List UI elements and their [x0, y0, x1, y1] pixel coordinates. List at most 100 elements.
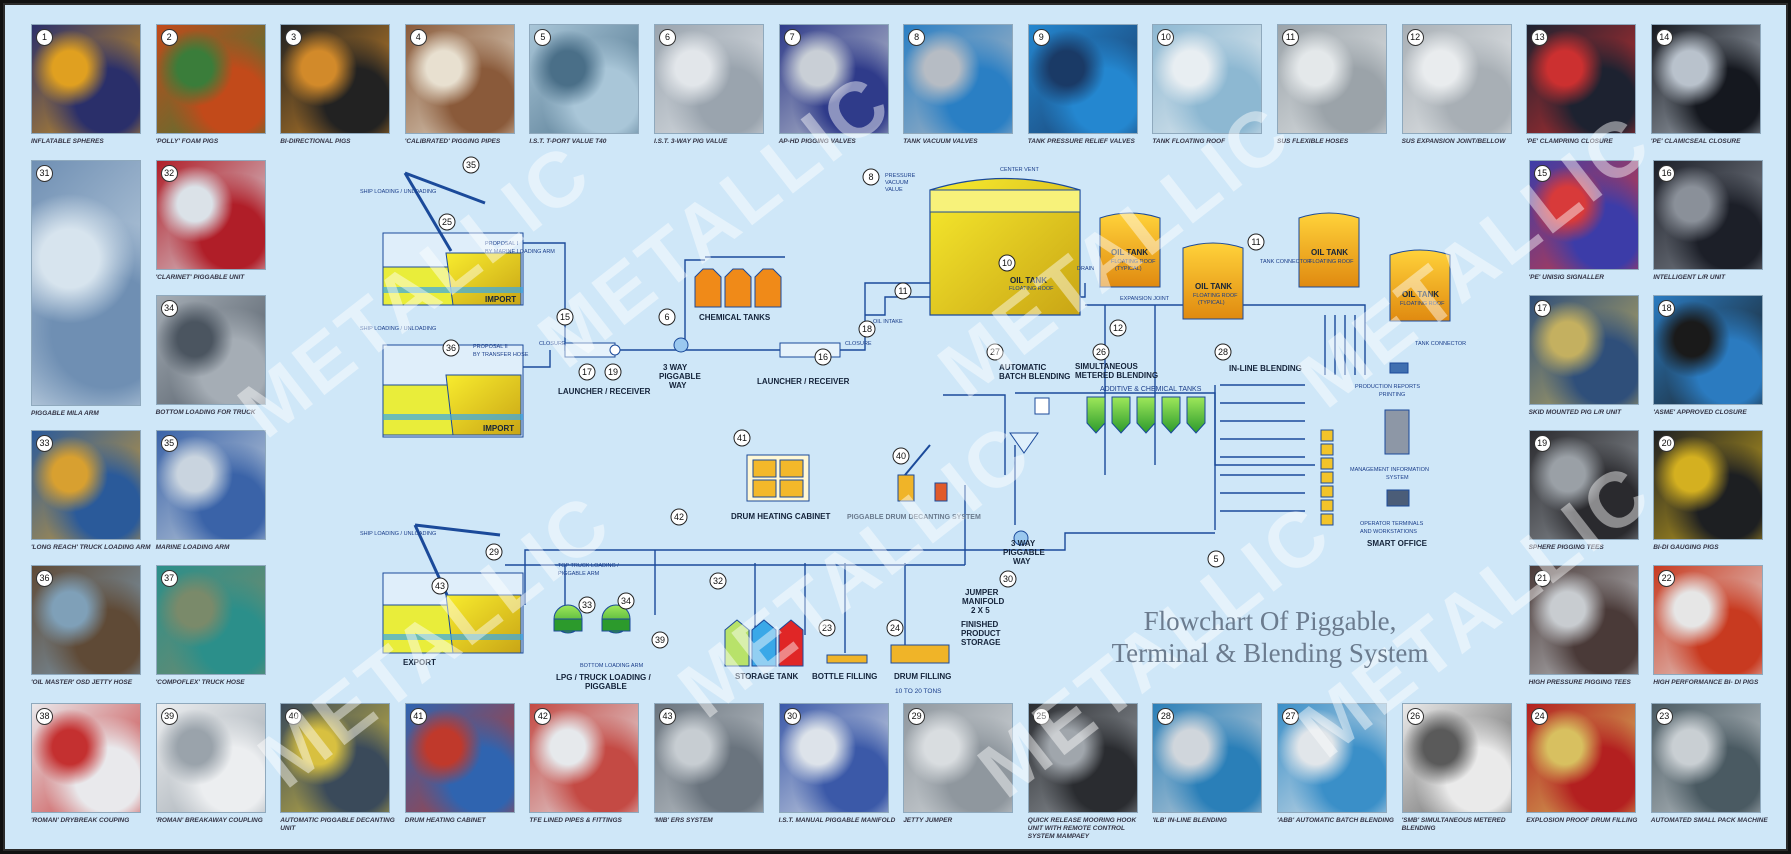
proposal-2b: BY TRANSFER HOSE — [473, 352, 529, 358]
tile-caption: 'COMPOFLEX' TRUCK HOSE — [155, 679, 245, 686]
photo-tile-35: 35 — [155, 430, 266, 540]
photo-tile-4: 4 — [404, 24, 515, 134]
photo-tile-1: 1 — [31, 24, 141, 134]
drum — [1320, 443, 1334, 456]
bottom-loading-arm: BOTTOM LOADING ARM — [580, 663, 644, 669]
tile-caption: JETTY JUMPER — [903, 817, 953, 824]
tile-number: 36 — [36, 570, 53, 587]
tile-number: 23 — [1655, 708, 1673, 725]
three-way-2a: 3 WAY — [1011, 539, 1036, 548]
photo-tile-24: 24 — [1526, 703, 1637, 813]
tile-number: 29 — [908, 708, 926, 725]
auto-batch-2: BATCH BLENDING — [999, 372, 1070, 381]
jumper-2: MANIFOLD — [962, 597, 1004, 606]
lpg-label-2: PIGGABLE — [585, 682, 627, 691]
tile-number: 7 — [783, 29, 801, 46]
inline-blending: IN-LINE BLENDING — [1229, 364, 1334, 526]
import-top-terminal: IMPORT SHIP LOADING / UNLOADING PROPOSAL… — [360, 171, 555, 306]
callout-circle — [658, 308, 676, 326]
tile-caption: TANK PRESSURE RELIEF VALVES — [1027, 138, 1135, 145]
big-tank-roof: FLOATING ROOF — [1009, 286, 1054, 292]
import-top-label: IMPORT — [485, 295, 516, 304]
tile-caption: 'OIL MASTER' OSD JETTY HOSE — [31, 679, 133, 686]
three-way-1b: PIGGABLE — [659, 372, 701, 381]
drum-stack — [1320, 429, 1334, 526]
additive-tank — [1111, 396, 1131, 434]
pressure-vacuum-1: PRESSURE — [885, 173, 916, 179]
tile-caption: 'CLARINET' PIGGABLE UNIT — [155, 274, 245, 281]
callout-number: 5 — [1213, 554, 1218, 564]
production-reports-1: PRODUCTION REPORTS — [1355, 384, 1420, 390]
smb-1: SIMULTANEOUS — [1075, 362, 1138, 371]
drum — [1320, 457, 1334, 470]
tile-number: 18 — [1658, 300, 1676, 317]
tile-caption: 'ROMAN' DRYBREAK COUPING — [31, 817, 130, 824]
photo-tile-14: 14 — [1650, 24, 1761, 134]
tile-caption: 'CALIBRATED' PIGGING PIPES — [404, 138, 501, 145]
inline-blend-lines — [1220, 384, 1305, 512]
tile-number: 2 — [160, 29, 178, 46]
callout-number: 36 — [446, 343, 456, 353]
tank-outlet-pipe — [1085, 304, 1366, 375]
photo-tile-36: 36 — [31, 565, 141, 675]
center-vent: CENTER VENT — [1000, 167, 1039, 173]
three-way-1c: WAY — [669, 381, 687, 390]
tile-number: 39 — [160, 708, 178, 725]
tile-number: 31 — [36, 165, 53, 182]
tile-number: 20 — [1658, 435, 1676, 452]
tile-caption: BI-DI GAUGING PIGS — [1653, 544, 1719, 551]
callout-circle — [617, 592, 635, 610]
callout-number: 42 — [674, 512, 684, 522]
tile-caption: AUTOMATIC PIGGABLE DECANTING UNIT — [280, 817, 395, 832]
photo-tile-39: 39 — [155, 703, 266, 813]
three-way-1a: 3 WAY — [663, 363, 688, 372]
oil-tank-1-roof: FLOATING ROOF — [1111, 259, 1156, 265]
auto-batch-1: AUTOMATIC — [999, 363, 1046, 372]
callout-circle — [986, 343, 1004, 361]
oil-tank-2-typical: (TYPICAL) — [1198, 300, 1225, 306]
photo-tile-41: 41 — [404, 703, 515, 813]
drum-heating-label: DRUM HEATING CABINET — [731, 512, 831, 521]
tile-number: 26 — [1406, 708, 1424, 725]
tile-caption: AUTOMATED SMALL PACK MACHINE — [1650, 817, 1768, 824]
tile-number: 16 — [1658, 165, 1676, 182]
tile-number: 33 — [36, 435, 53, 452]
callout-circle — [1247, 233, 1265, 251]
title-line-1: Flowchart Of Piggable, — [1143, 606, 1397, 636]
tile-caption: 'ROMAN' BREAKAWAY COUPLING — [155, 817, 263, 824]
tile-caption: 'PE' CLAMPRING CLOSURE — [1526, 138, 1613, 145]
callout-circle — [709, 572, 727, 590]
tile-caption: DRUM HEATING CABINET — [404, 817, 486, 824]
callout-number: 43 — [435, 581, 445, 591]
drain-1: DRAIN — [1077, 266, 1094, 272]
big-tank-label: OIL TANK — [1010, 276, 1047, 285]
callout-number: 40 — [896, 451, 906, 461]
tile-caption: BI-DIRECTIONAL PIGS — [280, 138, 351, 145]
callout-circle — [862, 168, 880, 186]
tile-caption: SKID MOUNTED PIG L/R UNIT — [1528, 409, 1622, 416]
photo-tile-21: 21 — [1528, 565, 1639, 675]
photo-tile-15: 15 — [1528, 160, 1639, 270]
additive-tank — [1161, 396, 1181, 434]
finished-2: PRODUCT — [961, 629, 1001, 638]
tile-number: 13 — [1531, 29, 1549, 46]
ship-loading-3: SHIP LOADING / UNLOADING — [360, 531, 436, 537]
jumper-manifold: JUMPER MANIFOLD 2 X 5 FINISHED PRODUCT S… — [961, 588, 1004, 647]
oil-tank-4-label: OIL TANK — [1402, 290, 1439, 299]
drum — [1320, 471, 1334, 484]
tile-number: 4 — [409, 29, 427, 46]
photo-tile-30: 30 — [778, 703, 889, 813]
callout-number: 27 — [990, 347, 1000, 357]
chemical-tanks: CHEMICAL TANKS — [694, 268, 782, 322]
callout-number: 18 — [862, 324, 872, 334]
oil-tank-3-label: OIL TANK — [1311, 248, 1348, 257]
tile-number: 28 — [1157, 708, 1175, 725]
additive-tanks — [1086, 396, 1206, 434]
tile-number: 10 — [1157, 29, 1175, 46]
callout-circle — [485, 543, 503, 561]
photo-tile-32: 32 — [155, 160, 266, 270]
tank-connector-1: TANK CONNECTOR — [1260, 259, 1311, 265]
photo-tile-16: 16 — [1653, 160, 1764, 270]
filling-drops — [754, 563, 906, 653]
drum — [1320, 499, 1334, 512]
